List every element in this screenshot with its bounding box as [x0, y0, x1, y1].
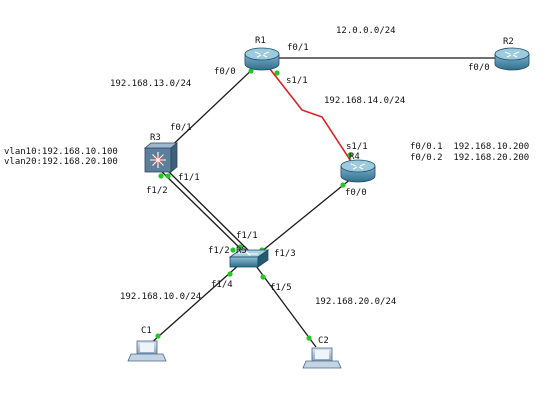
- port-dot-r5-f11: [237, 244, 243, 250]
- interface-label: f0/1: [287, 43, 309, 53]
- interface-label: f1/4: [211, 280, 233, 290]
- interface-label: f0/1: [170, 123, 192, 133]
- note-r3-vlan20: vlan20:192.168.20.100: [4, 157, 118, 167]
- switch-r5[interactable]: R5: [228, 246, 270, 268]
- interface-label: f0/0: [468, 63, 490, 73]
- pc-icon: [127, 340, 167, 362]
- pc-c1[interactable]: C1: [127, 326, 167, 362]
- router-r1[interactable]: R1: [244, 36, 280, 71]
- network-label-c1: 192.168.10.0/24: [120, 292, 201, 302]
- node-label-c1: C1: [141, 326, 152, 336]
- pc-icon: [302, 347, 342, 369]
- interface-label: f1/1: [236, 231, 258, 241]
- node-label-r4: R4: [349, 152, 360, 162]
- node-label-r3: R3: [150, 133, 161, 143]
- port-dot-c2: [306, 335, 312, 341]
- node-label-r2: R2: [503, 37, 514, 47]
- interface-label: f1/3: [274, 249, 296, 259]
- link-r5-c1: [149, 263, 241, 345]
- node-label-r1: R1: [255, 36, 266, 46]
- network-label-c2: 192.168.20.0/24: [315, 297, 396, 307]
- interface-label: s1/1: [286, 76, 308, 86]
- note-r4-subif1: f0/0.1 192.168.10.200: [410, 142, 529, 152]
- port-dot-r4-f00: [340, 182, 346, 188]
- port-dot-c1: [155, 333, 161, 339]
- multilayer-switch-icon: [143, 142, 179, 173]
- link-r3-r5-a: [157, 167, 245, 253]
- interface-label: f1/5: [270, 283, 292, 293]
- network-label-r1-r3: 192.168.13.0/24: [110, 79, 191, 89]
- router-icon: [244, 47, 280, 71]
- router-icon: [340, 159, 376, 183]
- port-dot-r1-f00: [248, 68, 254, 74]
- interface-label: f0/0: [214, 67, 236, 77]
- link-r3-r5-b: [164, 167, 251, 253]
- link-r1-r4-serial: [265, 63, 355, 167]
- port-dot-r5-f15: [260, 274, 266, 280]
- link-r4-r5: [255, 177, 353, 257]
- link-r5-c2: [255, 265, 317, 348]
- interface-label: f1/2: [208, 246, 230, 256]
- note-r3-vlan10: vlan10:192.168.10.100: [4, 147, 118, 157]
- network-label-r1-r4: 192.168.14.0/24: [324, 96, 405, 106]
- router-r4[interactable]: R4: [340, 152, 376, 183]
- port-dot-r5-f14: [227, 271, 233, 277]
- interface-label: f1/2: [146, 186, 168, 196]
- port-dot-r1-s11: [274, 70, 280, 76]
- network-label-r1-r2: 12.0.0.0/24: [336, 26, 396, 36]
- interface-label: f1/1: [178, 173, 200, 183]
- l3switch-r3[interactable]: R3: [143, 133, 179, 173]
- note-r4-subif2: f0/0.2 192.168.20.200: [410, 153, 529, 163]
- pc-c2[interactable]: C2: [302, 336, 342, 369]
- port-dot-r3-f12: [158, 173, 164, 179]
- node-label-c2: C2: [318, 336, 329, 346]
- router-icon: [494, 47, 530, 71]
- interface-label: s1/1: [346, 142, 368, 152]
- switch-icon: [228, 249, 270, 268]
- port-dot-r4-s11: [347, 152, 353, 158]
- link-r1-r3: [162, 63, 259, 155]
- node-label-r5: R5: [236, 246, 247, 256]
- port-dot-r3-f11: [165, 173, 171, 179]
- interface-label: f0/0: [345, 188, 367, 198]
- router-r2[interactable]: R2: [494, 37, 530, 71]
- port-dot-r5-f12: [230, 247, 236, 253]
